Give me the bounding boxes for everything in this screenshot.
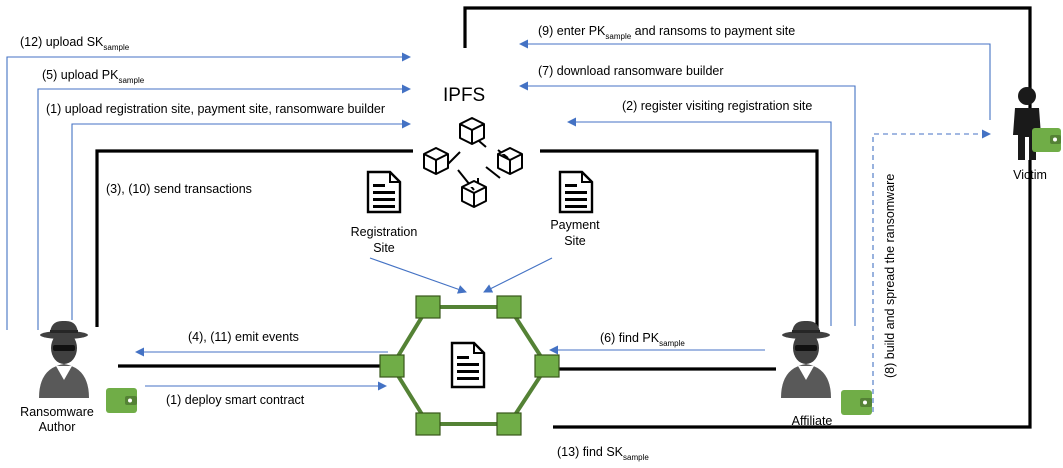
author-label-line1: Ransomware — [20, 405, 94, 419]
author-wallet-icon — [106, 388, 137, 413]
label-upload-sites: (1) upload registration site, payment si… — [46, 102, 385, 116]
label-upload-pk: (5) upload PKsample — [42, 68, 145, 85]
ipfs-title: IPFS — [443, 85, 485, 106]
arrow-build-spread — [872, 129, 991, 412]
payment-site-line1: Payment — [550, 218, 600, 232]
edge-labels: (12) upload SKsample (5) upload PKsample… — [20, 24, 897, 462]
affiliate-label: Affiliate — [792, 414, 833, 428]
payment-document-icon — [558, 170, 594, 214]
label-build-spread: (8) build and spread the ransomware — [883, 174, 897, 378]
affiliate-wallet-icon — [841, 390, 872, 415]
arrow-download-builder — [519, 81, 856, 326]
blue-arrows — [6, 39, 991, 412]
author-label-line2: Author — [39, 420, 76, 434]
arrow-upload-pk — [37, 84, 411, 330]
victim-label: Victim — [1013, 168, 1047, 182]
arrow-upload-sites — [71, 119, 411, 320]
ipfs-affiliate-link — [540, 149, 819, 327]
blockchain-icon — [379, 295, 560, 436]
arrow-payment-to-chain — [483, 257, 553, 293]
label-enter-pk: (9) enter PKsample and ransoms to paymen… — [538, 24, 795, 41]
ipfs-network-icon — [423, 117, 523, 208]
arrow-enter-pk — [519, 39, 991, 120]
ipfs-victim-link — [463, 6, 1032, 130]
payment-site-line2: Site — [564, 234, 586, 248]
black-connections — [95, 6, 1032, 429]
registration-site-line1: Registration — [351, 225, 418, 239]
label-find-pk: (6) find PKsample — [600, 331, 685, 348]
label-find-sk: (13) find SKsample — [557, 445, 649, 462]
label-emit-events: (4), (11) emit events — [188, 330, 299, 344]
arrow-upload-sk — [6, 52, 411, 330]
registration-document-icon — [366, 170, 402, 214]
author-hacker-icon — [39, 320, 89, 398]
label-register: (2) register visiting registration site — [622, 99, 812, 113]
victim-wallet-icon — [1032, 128, 1061, 152]
arrow-registration-to-chain — [369, 257, 467, 294]
label-deploy-contract: (1) deploy smart contract — [166, 393, 305, 407]
registration-site-line2: Site — [373, 241, 395, 255]
label-download-builder: (7) download ransomware builder — [538, 64, 724, 78]
victim-blockchain-link — [553, 160, 1032, 429]
affiliate-hacker-icon — [781, 320, 831, 398]
ipfs-author-link — [95, 149, 413, 327]
arrow-register — [567, 117, 832, 326]
label-upload-sk: (12) upload SKsample — [20, 35, 130, 52]
label-send-transactions: (3), (10) send transactions — [106, 182, 252, 196]
